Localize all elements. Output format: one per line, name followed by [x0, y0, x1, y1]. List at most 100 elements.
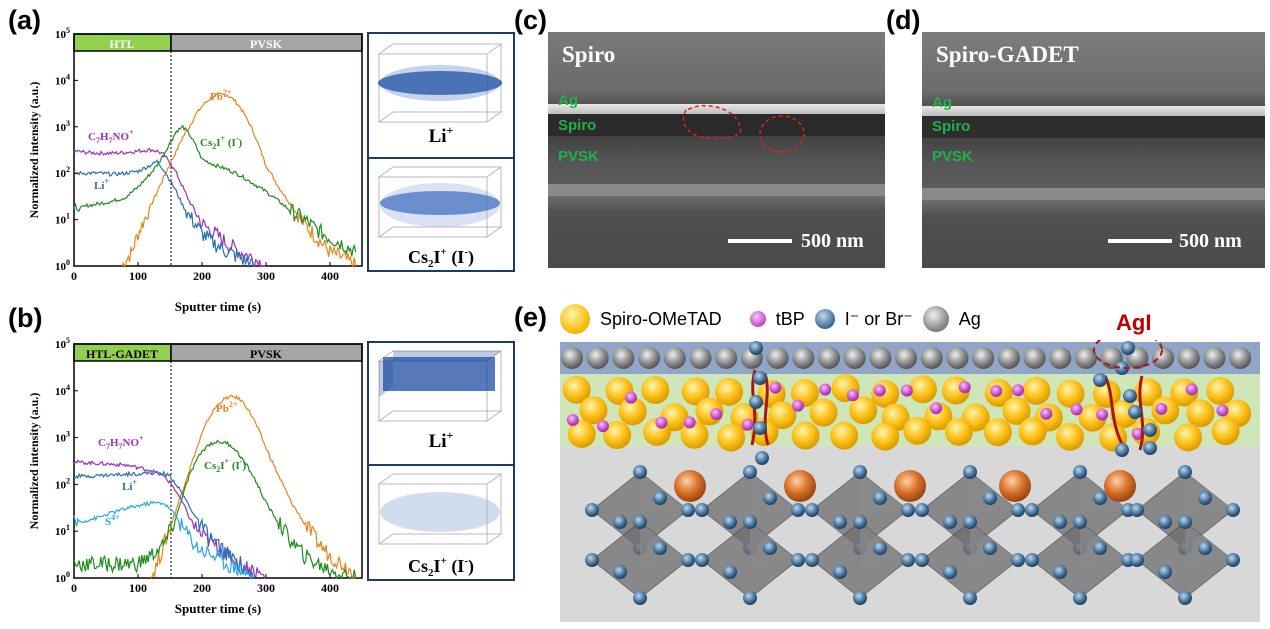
layer-label-spiro: Spiro: [558, 117, 597, 134]
spiro-molecule: [715, 377, 744, 406]
spiro-molecule: [830, 421, 859, 450]
cs2i-3d-map-a: Cs2I+ (I-): [377, 166, 503, 270]
halide-ion: [853, 515, 867, 529]
layer-label-ag: Ag: [932, 94, 952, 111]
ag-layer-band: [922, 106, 1265, 116]
tbp-molecule: [769, 381, 782, 394]
ag-atom: [843, 347, 866, 369]
halide-ion: [853, 465, 867, 479]
tbp-molecule: [655, 416, 668, 429]
ag-atom: [586, 347, 609, 369]
legend-label-halide: I⁻ or Br⁻: [844, 308, 913, 329]
annotation-li: Li+: [122, 478, 137, 493]
ag-atom: [792, 347, 815, 369]
tbp-molecule: [624, 391, 637, 404]
halide-ion: [1053, 565, 1067, 579]
migrating-halide: [1121, 341, 1135, 355]
halide-ion: [791, 553, 805, 567]
octahedron: [695, 465, 805, 555]
ag-atom: [1229, 347, 1252, 369]
halide-ion: [983, 541, 997, 555]
halide-ion: [723, 515, 737, 529]
legend-label-spiro: Spiro-OMeTAD: [600, 308, 722, 329]
halide-ion: [653, 491, 667, 505]
halide-ion: [1025, 503, 1039, 517]
ag-atom: [1152, 347, 1175, 369]
panel-label-c: (c): [514, 5, 547, 35]
migrating-halide: [753, 421, 767, 435]
layer-label-spiro: Spiro: [932, 118, 971, 135]
y-tick-label: 102: [55, 165, 70, 180]
panel-label-b: (b): [8, 303, 43, 333]
halide-ion: [633, 591, 647, 605]
spiro-molecule: [768, 401, 797, 430]
halide-ion: [585, 553, 599, 567]
panel-label-d: (d): [886, 5, 921, 35]
halide-ion: [833, 565, 847, 579]
annotation-pb: Pb2+: [216, 400, 238, 415]
tbp-molecule: [1096, 408, 1109, 421]
tbp-molecule: [900, 384, 913, 397]
halide-ion: [1178, 515, 1192, 529]
yellow-sphere-icon: [560, 304, 590, 334]
ion-map-box-a: Li+ Cs2I+ (I-): [367, 32, 515, 272]
spiro-molecule: [567, 419, 596, 448]
tbp-molecule: [683, 416, 696, 429]
bar-htl-label: HTL: [109, 37, 134, 51]
x-tick-label: 400: [321, 269, 339, 283]
halide-ion: [681, 503, 695, 517]
halide-ion: [901, 503, 915, 517]
agi-marker: [1093, 340, 1163, 369]
halide-ion: [915, 503, 929, 517]
tbp-molecules: [566, 381, 1229, 440]
spiro-molecule: [562, 375, 591, 404]
halide-ion: [1093, 491, 1107, 505]
annotation-s: S4+: [105, 513, 120, 528]
a-site-cation: [674, 470, 706, 502]
halide-ion: [1093, 541, 1107, 555]
octahedron: [1130, 465, 1240, 555]
migrating-halide: [749, 395, 763, 409]
x-tick-label: 400: [321, 581, 339, 595]
series-line-2: [73, 439, 357, 580]
spiro-molecule: [579, 396, 608, 425]
migrating-halide: [1143, 423, 1157, 437]
ag-atom: [1023, 347, 1046, 369]
halide-ion: [1226, 503, 1240, 517]
plot-frame: [73, 33, 363, 267]
spiro-layer-band: [548, 114, 885, 136]
series-line-3: [73, 470, 254, 579]
tbp-molecule: [792, 399, 805, 412]
series-line-0: [121, 92, 357, 268]
halide-ion: [1073, 515, 1087, 529]
halide-ion: [1178, 465, 1192, 479]
halide-ion: [723, 565, 737, 579]
tbp-molecule: [566, 414, 579, 427]
spiro-molecule: [1211, 417, 1240, 446]
x-tick-label: 200: [193, 581, 211, 595]
migrating-halide: [749, 341, 763, 355]
tbp-molecule: [990, 385, 1003, 398]
scale-bar-label: 500 nm: [1179, 230, 1242, 252]
spiro-molecule: [641, 376, 670, 405]
halide-ion: [853, 591, 867, 605]
halide-ion: [1053, 515, 1067, 529]
ag-atom: [1049, 347, 1072, 369]
series-line-1: [73, 459, 266, 579]
layer-label-ag: Ag: [558, 92, 578, 109]
ag-atom: [638, 347, 661, 369]
tbp-molecule: [873, 384, 886, 397]
sem-image-spiro-gadet: Spiro-GADET Ag Spiro PVSK 500 nm: [922, 32, 1265, 268]
ag-atom: [920, 347, 943, 369]
y-tick-label: 103: [55, 430, 70, 445]
ag-atom: [612, 347, 635, 369]
magenta-sphere-icon: [749, 311, 766, 327]
halide-ion: [963, 591, 977, 605]
halide-ion: [763, 491, 777, 505]
spiro-molecule: [1055, 422, 1084, 451]
halide-ion: [1073, 591, 1087, 605]
spiro-molecule: [717, 423, 746, 452]
legend-label-ag: Ag: [958, 308, 981, 329]
